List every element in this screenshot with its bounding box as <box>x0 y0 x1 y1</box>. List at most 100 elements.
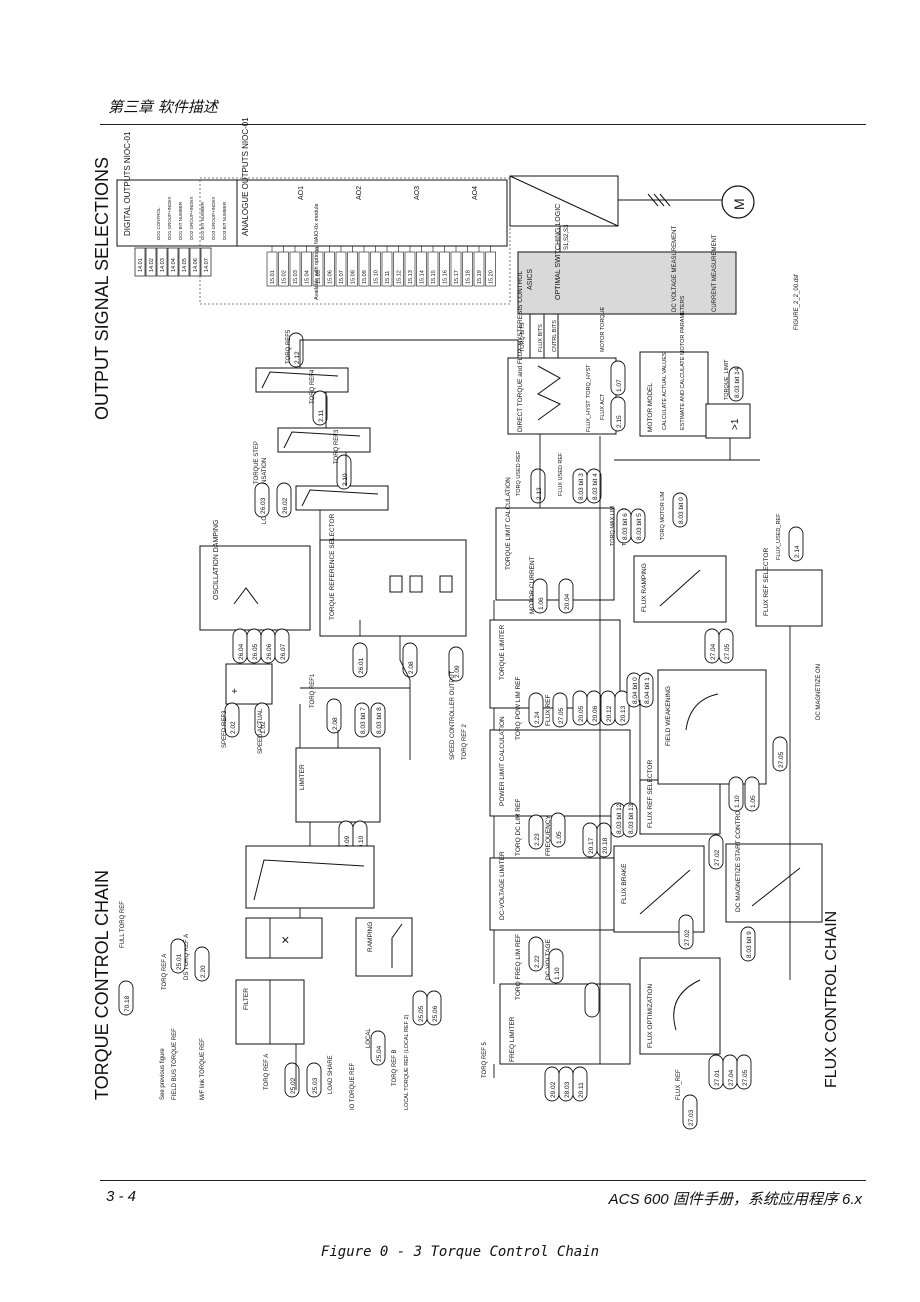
flux-ref-label: FLUX REF <box>545 695 552 726</box>
param-2-08-pill <box>402 642 418 678</box>
param-2-02: 2.02 <box>230 721 237 734</box>
param-8-03-bit-9: 8.03 bit 9 <box>746 931 753 958</box>
param-2-13-pill <box>530 468 546 504</box>
ramping-label: RAMPING <box>367 922 374 952</box>
oscillation-damping-label: OSCILLATION DAMPING <box>213 520 220 600</box>
param-20-04-pill <box>558 578 574 614</box>
param-1-10b: 1.10 <box>734 795 741 808</box>
dtc-label: DIRECT TORQUE and FLUX HYSTERESIS CONTRO… <box>517 271 524 432</box>
flux-optimization-label: FLUX OPTIMIZATION <box>647 984 654 1048</box>
param-p2604: 26.04 <box>238 643 245 660</box>
param-2-24: 2.24 <box>534 711 541 724</box>
param-1-06: 1.06 <box>538 597 545 610</box>
param-2-11-pill <box>312 390 328 426</box>
speed-sum-box <box>225 663 273 705</box>
motor-label: M <box>731 198 747 210</box>
param-2-09-pill <box>448 646 464 682</box>
param-8-03-bit-0: 8.03 bit 0 <box>678 497 685 524</box>
param-8-03-bit-13: 8.03 bit 13 <box>628 803 635 834</box>
param-25-03-pill <box>306 1062 322 1098</box>
analogue-output-param: 15.18 <box>466 270 472 284</box>
dc-voltage-measurement-label: DC VOLTAGE MEASUREMENT <box>672 226 678 312</box>
flux-opt-curve <box>673 979 701 1031</box>
asics-label: ASICS <box>527 269 534 290</box>
param-2-22: 2.22 <box>534 955 541 968</box>
frequency-label: FREQUENCY <box>545 815 552 856</box>
motor-current-label: MOTOR CURRENT <box>529 556 536 614</box>
torq-ref4-label: TORQ REF4 <box>310 369 316 404</box>
param-26-03-pill <box>254 482 270 518</box>
param-27-05b-pill <box>736 1054 752 1090</box>
analogue-output-param: 15.08 <box>351 270 357 284</box>
param-20-18: 20.18 <box>602 837 609 854</box>
load-share-label: LOAD SHARE <box>328 1055 334 1094</box>
param-27-02: 27.02 <box>684 929 691 946</box>
param-2-12: 2.12 <box>294 351 301 364</box>
param-2-08: 2.08 <box>408 661 415 674</box>
param-8-03-bit-4: 8.03 bit 4 <box>592 473 599 500</box>
analogue-output-param: 15.13 <box>408 270 414 284</box>
do-param-box <box>200 247 212 277</box>
analogue-output-param: 15.06 <box>328 270 334 284</box>
param-26-03: 26.03 <box>260 497 267 514</box>
do-param-box <box>134 247 146 277</box>
param-25-04-pill <box>370 1030 386 1066</box>
oscillation-shape <box>233 587 259 605</box>
param-8-03-bit-8-pill <box>370 702 386 738</box>
param-2-20-pill <box>194 946 210 982</box>
cable-tick <box>653 193 665 207</box>
param-8-03-bit-5-pill <box>630 508 646 544</box>
field-weakening-label: FIELD WEAKENING <box>665 686 672 746</box>
torq-ref2-label: TORQ REF 2 <box>462 723 468 760</box>
digital-output-param: 14.02 <box>149 258 155 272</box>
do-param-box <box>178 247 190 277</box>
digital-output-param: 14.01 <box>138 258 144 272</box>
param-29-02: 29.02 <box>550 1081 557 1098</box>
flux-ramping-box <box>633 555 727 623</box>
io-torque-ref-label: IO TORQUE REF <box>350 1063 356 1110</box>
dc-voltage-label: DC VOLTAGE <box>545 938 552 980</box>
analogue-output-label: AO3 <box>414 186 421 200</box>
param-2-09: 2.09 <box>454 665 461 678</box>
torq-ref5-label: TORQ REF5 <box>286 329 292 364</box>
s1s2s3-label: S1,S2,S3 <box>564 224 570 250</box>
param-27-02-pill <box>678 914 694 950</box>
flux-control-chain-title: FLUX CONTROL CHAIN <box>823 911 840 1088</box>
param-25-01-pill <box>170 938 186 974</box>
current-measurement-label: CURRENT MEASUREMENT <box>712 234 718 312</box>
param-8-03-bit-14-pill <box>728 366 744 402</box>
torq-dc-lim-ref-label: TORQ DC LIM REF <box>515 799 522 856</box>
torq-bits-label: TORQ BITS <box>520 322 526 352</box>
param-26-02: 26.02 <box>282 497 289 514</box>
torq-hyst-label: TORQ_HYST <box>586 364 592 398</box>
param-8-03-bit-14: 8.03 bit 14 <box>734 367 741 398</box>
output-signal-selections-title: OUTPUT SIGNAL SELECTIONS <box>92 157 112 420</box>
param-27-05b: 27.05 <box>742 1069 749 1086</box>
param-27-02b-pill <box>708 834 724 870</box>
asics-box <box>517 251 737 315</box>
param-8-03-bit-8: 8.03 bit 8 <box>376 707 383 734</box>
param-2-13: 2.13 <box>536 487 543 500</box>
digital-output-param: 14.06 <box>193 258 199 272</box>
analogue-output-param: 15.05 <box>316 270 322 284</box>
param-1-10b-pill <box>728 776 744 812</box>
flux-used-ref2-label: FLUX_USED_REF <box>776 513 782 560</box>
do-param-box <box>167 247 179 277</box>
param-1-10-pill <box>548 948 564 984</box>
digital-output-param: 14.07 <box>204 258 210 272</box>
param-27-05d: 27.05 <box>724 643 731 660</box>
analogue-outputs-box <box>236 179 508 247</box>
param-1-05b: 1.05 <box>750 795 757 808</box>
param-8-04-bit-1: 8.04 bit 1 <box>644 677 651 704</box>
param-1-05b-pill <box>744 776 760 812</box>
param-25-05: 25.05 <box>418 1005 425 1022</box>
analogue-outputs-title: ANALOGUE OUTPUTS NIOC-01 <box>241 117 250 236</box>
param-1-02-pill <box>254 702 270 738</box>
param-2-12-pill <box>288 332 304 368</box>
torq-pow-lim-ref-label: TORQ POW LIM REF <box>515 677 522 740</box>
param-25-01: 25.01 <box>176 953 183 970</box>
multiplier-box <box>245 917 323 959</box>
param-8-03-bit-4-pill <box>586 468 602 504</box>
param-8-04-bit-0: 8.04 bit 0 <box>632 677 639 704</box>
